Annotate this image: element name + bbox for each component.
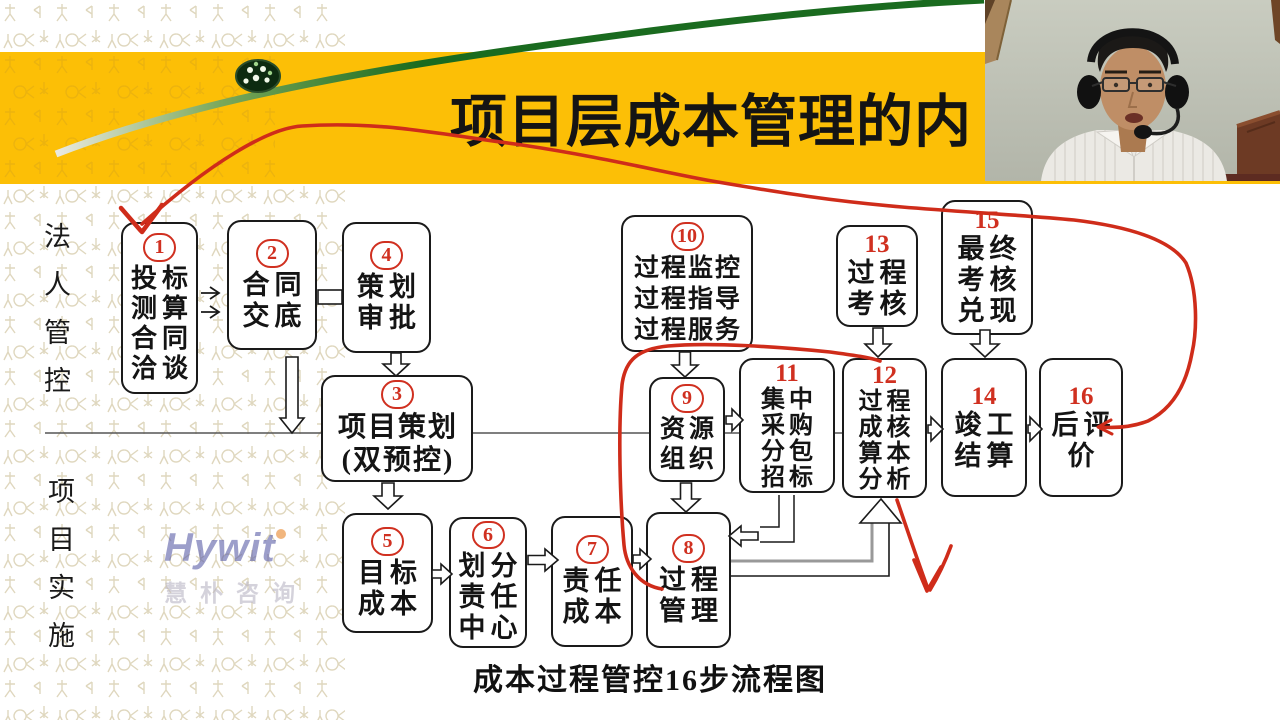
step-number: 14 (971, 382, 997, 410)
step-number: 16 (1068, 382, 1094, 410)
box-text-line: 成本 (358, 588, 422, 619)
door-frame (985, 0, 1012, 64)
box-text-line: 过程 (858, 389, 915, 415)
logo-subtext: 慧朴咨询 (164, 581, 308, 606)
box-text-line: 中心 (458, 613, 523, 643)
box-text-line: 划分 (458, 551, 523, 581)
corner-shadow (1271, 0, 1280, 44)
box-text-line: 分析 (858, 467, 915, 493)
logo-brand-text: Hywit (164, 526, 276, 570)
box-text-line: 洽谈 (130, 353, 193, 383)
box-text-line: 过程 (847, 258, 912, 288)
step-number: 2 (255, 238, 289, 268)
wooden-chair (1236, 110, 1280, 181)
box-text-line: 策划 (357, 272, 421, 302)
box-text-line: 招标 (761, 464, 817, 491)
step-number: 11 (775, 359, 799, 387)
step-number: 1 (143, 232, 176, 262)
box-text-line: 兑现 (957, 296, 1022, 326)
step-number: 15 (974, 207, 1000, 234)
logo-orange-dot-icon (276, 529, 286, 539)
box-text-line: 成本 (562, 597, 627, 627)
box-text-line: 考核 (847, 289, 912, 319)
glyph-pattern-banner (0, 52, 275, 184)
flow-box-step-10: 10 过程监控过程指导过程服务 (621, 215, 753, 352)
box-text-line: 考核 (957, 265, 1022, 295)
box-text-line: 集中 (761, 386, 817, 413)
box-text-line: 竣工 (954, 409, 1019, 440)
box-text-line: 过程监控 (633, 254, 742, 282)
box-text-line: 成核 (858, 415, 915, 441)
box-text-line: 合同 (242, 269, 307, 300)
page-title: 项目层成本管理的内 (450, 90, 972, 154)
flow-box-step-3: 3 项目策划(双预控) (321, 375, 473, 482)
green-curve (54, 0, 985, 158)
box-text-line: 合同 (130, 323, 193, 353)
box-text-line: 责任 (562, 566, 627, 596)
watermark-logo: Hywit 慧朴咨询 (164, 526, 308, 608)
box-text-line: 最终 (957, 234, 1022, 264)
zone-label-project: 项目实施 (44, 477, 74, 669)
box-text-line: 目标 (358, 557, 422, 588)
step-number: 13 (864, 231, 890, 258)
step-number: 9 (670, 384, 704, 413)
box-text-line: 投标 (130, 263, 193, 293)
box-text-line: 过程 (659, 564, 723, 595)
box-text-line: 责任 (458, 582, 523, 612)
box-text-line: 审批 (357, 303, 421, 333)
flow-box-step-9: 9 资源组织 (649, 377, 725, 482)
box-text-line: 测算 (130, 293, 193, 323)
step-number: 12 (872, 362, 897, 389)
box-text-line: 管理 (659, 595, 723, 626)
box-text-line: 项目策划 (337, 412, 458, 443)
step-number: 3 (380, 380, 414, 409)
step-number: 4 (370, 241, 403, 270)
step-number: 6 (471, 521, 505, 549)
zone-label-corporate: 法人管控 (40, 222, 70, 414)
box-text-line: 分包 (761, 438, 817, 465)
box-text-line: 价 (1067, 440, 1100, 471)
step-number: 8 (672, 533, 705, 563)
box-text-line: 资源 (659, 416, 718, 443)
box-text-line: 组织 (659, 446, 718, 473)
step-number: 5 (371, 526, 404, 556)
box-text-line: 交底 (242, 300, 307, 331)
box-text-line: 过程指导 (633, 285, 742, 313)
box-text-line: 后评 (1051, 409, 1116, 440)
step-number: 7 (575, 535, 609, 564)
webcam-overlay (985, 0, 1280, 181)
figure-caption: 成本过程管控16步流程图 (473, 664, 827, 697)
box-text-line: 结算 (954, 440, 1019, 471)
glyph-pattern-top (0, 0, 345, 52)
seed-dots (243, 61, 273, 84)
box-text-line: (双预控) (341, 445, 455, 476)
box-text-line: 采购 (761, 412, 817, 439)
step-number: 10 (670, 221, 704, 251)
box-text-line: 算本 (858, 441, 915, 467)
mic-icon (1134, 125, 1152, 139)
box-text-line: 过程服务 (633, 316, 742, 344)
